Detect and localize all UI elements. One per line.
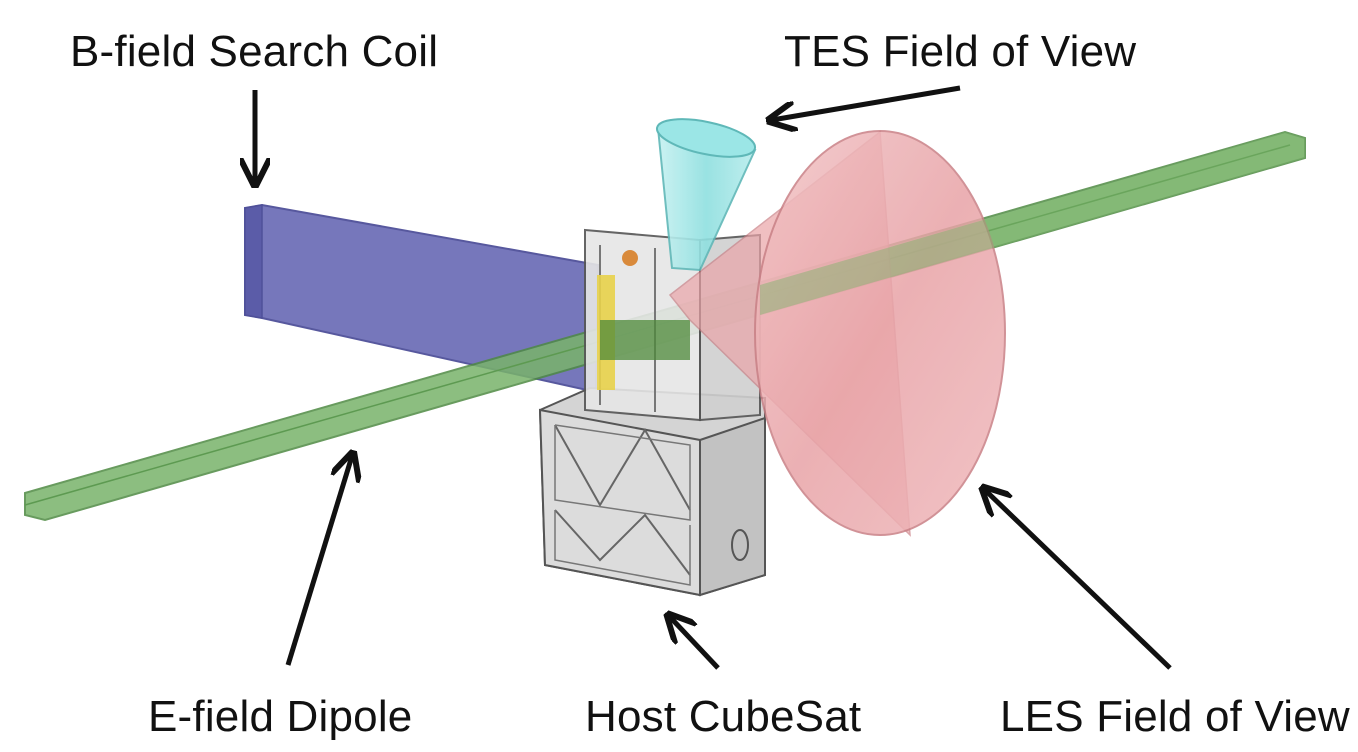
- arrow-les: [985, 490, 1172, 670]
- les-cone: [668, 130, 1006, 537]
- label-efield-dipole: E-field Dipole: [148, 692, 413, 741]
- label-tes-field-of-view: TES Field of View: [784, 27, 1137, 76]
- label-host-cubesat: Host CubeSat: [585, 692, 862, 741]
- label-bfield-search-coil: B-field Search Coil: [70, 27, 439, 76]
- search-coil-panel: [244, 203, 600, 394]
- arrow-tes: [772, 85, 961, 120]
- dipole-boom-overlay: [760, 132, 1305, 315]
- label-les-field-of-view: LES Field of View: [1000, 692, 1350, 741]
- tes-cone: [655, 118, 757, 272]
- arrow-dipole: [285, 456, 352, 666]
- arrow-cubesat: [670, 617, 720, 670]
